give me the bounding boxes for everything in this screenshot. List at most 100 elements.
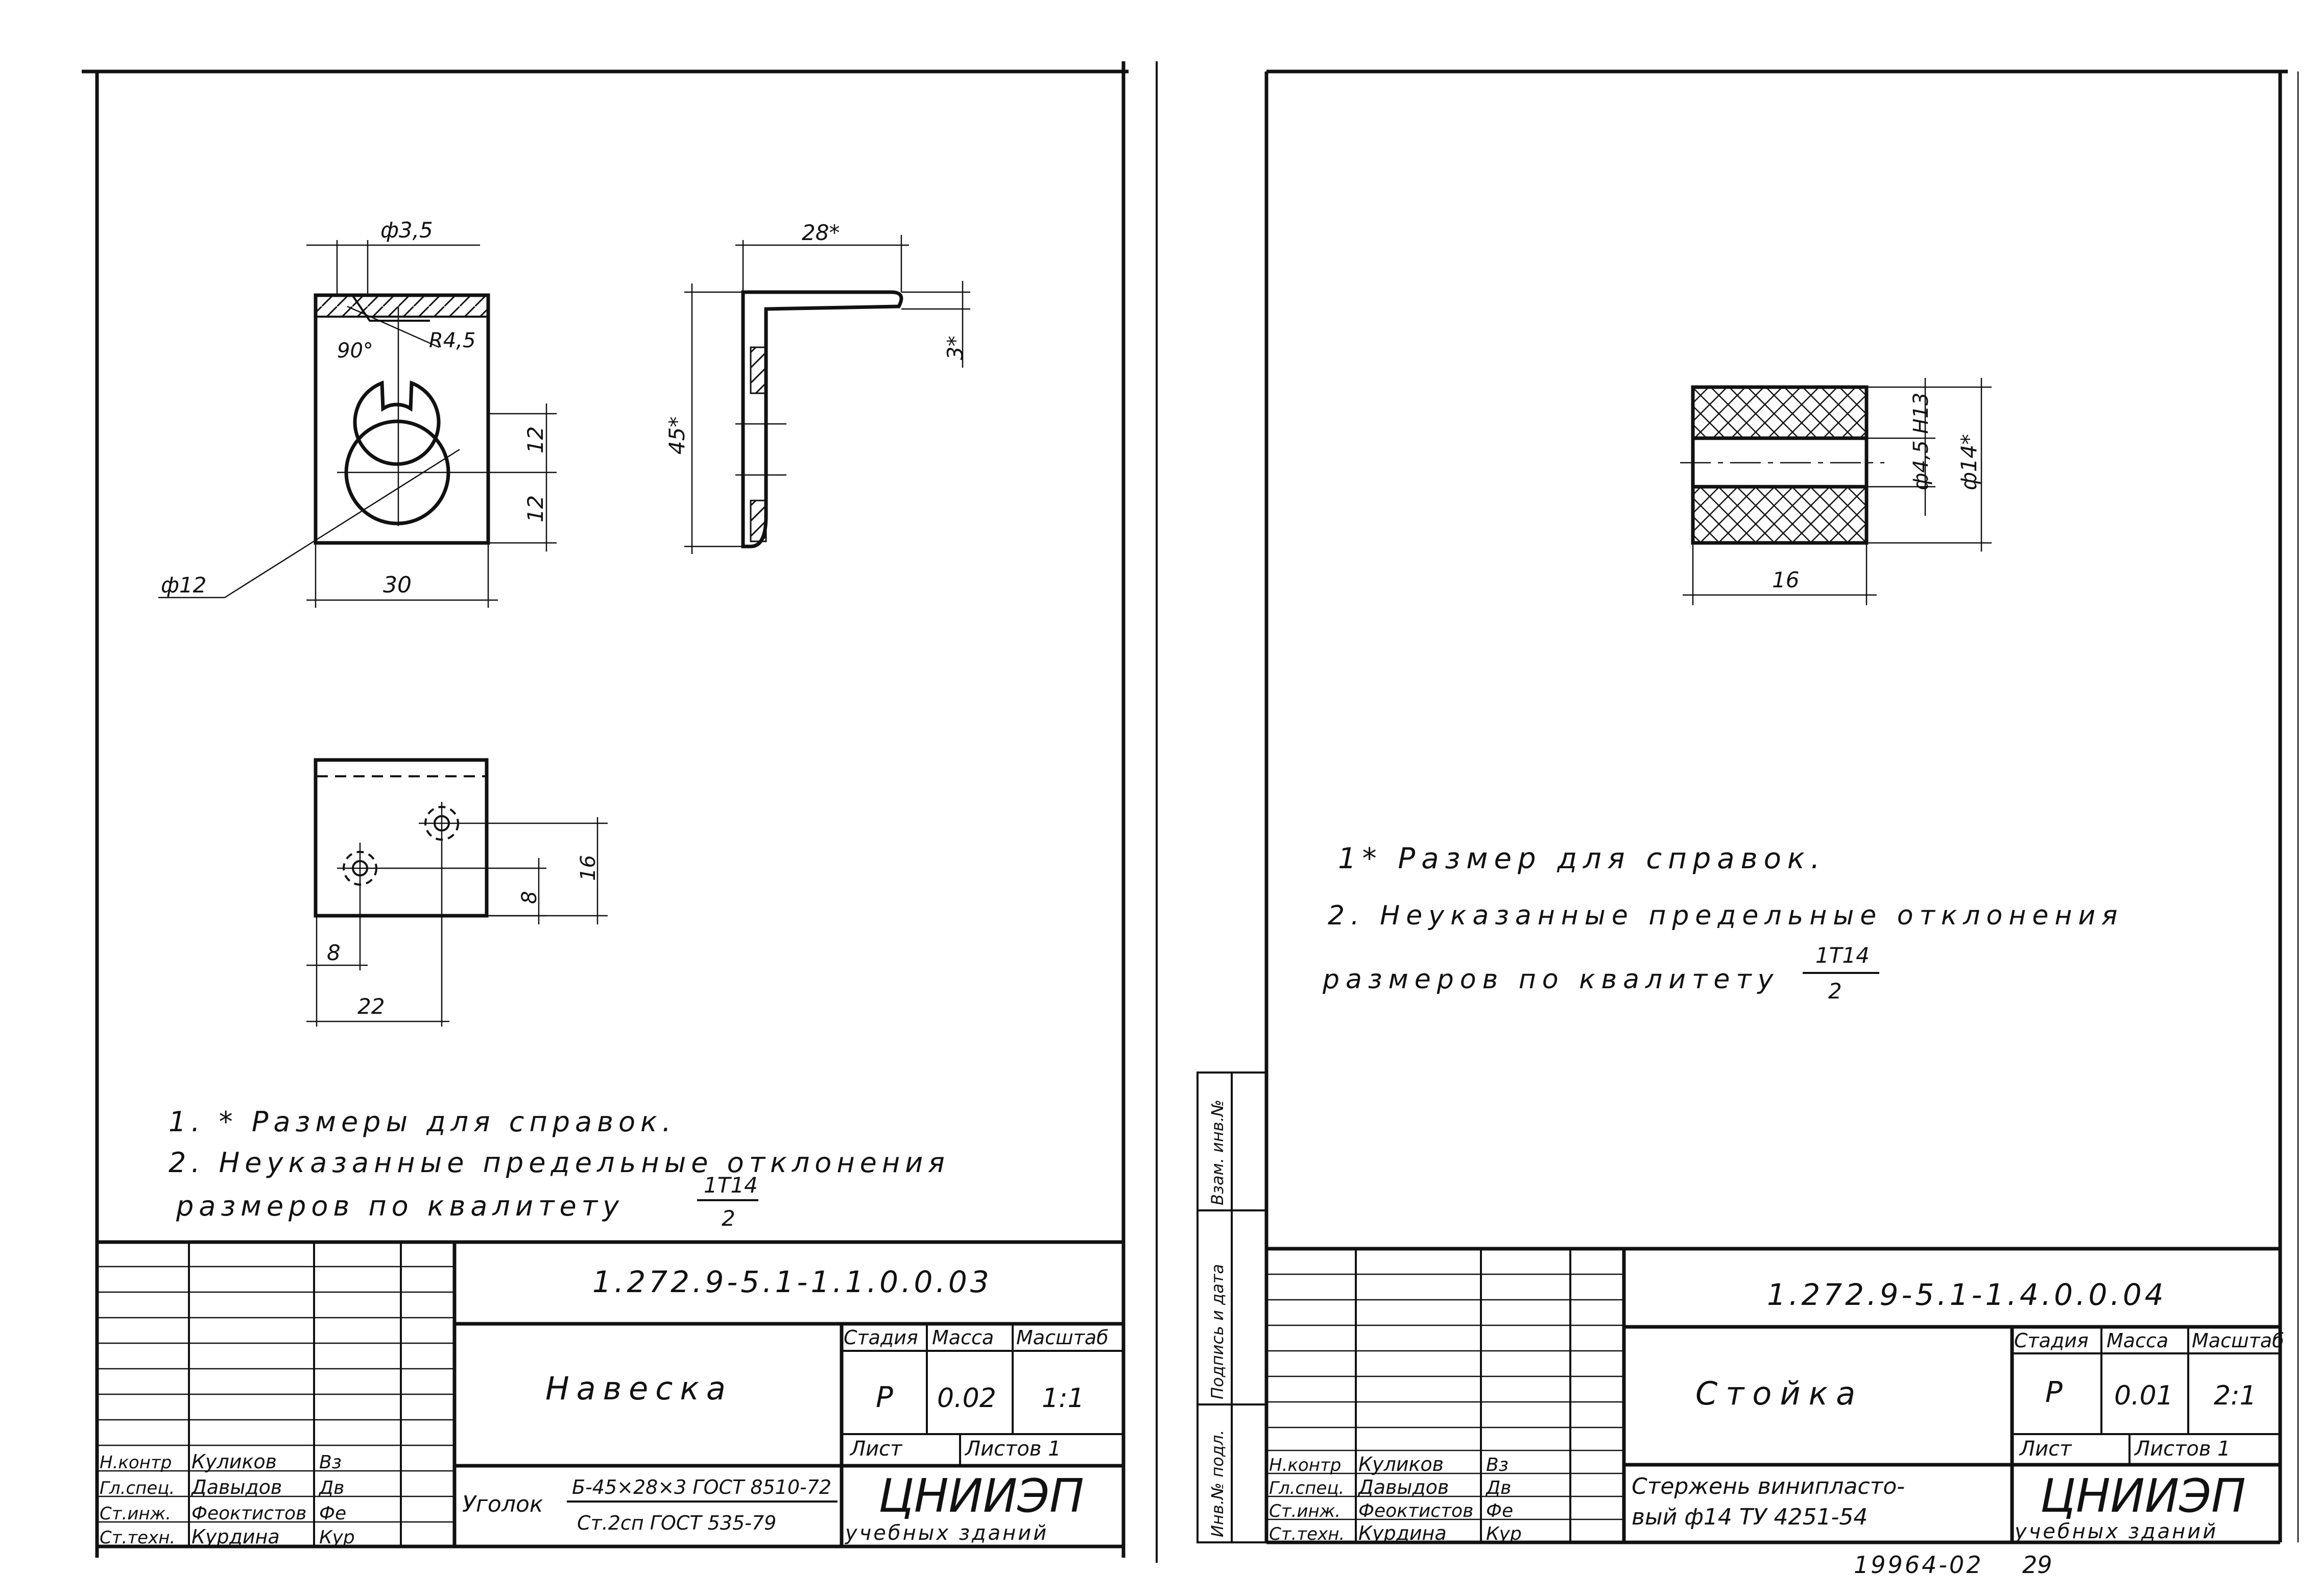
arc-dim bbox=[347, 305, 440, 348]
right-stage: Р bbox=[2045, 1376, 2063, 1409]
left-stage: Р bbox=[876, 1381, 893, 1414]
left-org-sub: учебных зданий bbox=[845, 1521, 1048, 1545]
keyhole-slot bbox=[353, 380, 441, 466]
rod-lower-wall bbox=[1691, 485, 1869, 545]
left-sig-sign-2: Дв bbox=[318, 1478, 344, 1498]
right-col-scale: Масштаб bbox=[2192, 1329, 2284, 1352]
left-sig-name-2: Давыдов bbox=[190, 1476, 282, 1498]
dim-thickness: 3* bbox=[943, 336, 968, 360]
right-mass: 0.01 bbox=[2114, 1380, 2173, 1411]
left-tol-num: 1Т14 bbox=[704, 1173, 758, 1198]
right-sig-role-1: Н.контр bbox=[1269, 1455, 1341, 1475]
left-material-prefix: Уголок bbox=[462, 1491, 543, 1517]
left-note-3: размеров по квалитету bbox=[176, 1190, 624, 1222]
dim-hole-y1: 8 bbox=[518, 891, 541, 904]
dim-slot-lower: 12 bbox=[523, 495, 548, 522]
rod-upper-wall bbox=[1691, 385, 1869, 440]
right-sig-role-3: Ст.инж. bbox=[1269, 1501, 1341, 1521]
right-material-1: Стержень винипласто- bbox=[1632, 1473, 1905, 1499]
left-scale: 1:1 bbox=[1042, 1383, 1085, 1414]
right-org-sub: учебных зданий bbox=[2014, 1520, 2218, 1543]
right-note-1: 1* Размер для справок. bbox=[1338, 842, 1826, 875]
left-note-2: 2. Неуказанные предельные отклонения bbox=[169, 1147, 950, 1179]
angle-section-top bbox=[750, 346, 767, 394]
rod-section: ф4,5 Н13 ф14* 16 bbox=[1680, 378, 1992, 605]
right-designation: 1.272.9-5.1-1.4.0.0.04 bbox=[1767, 1277, 2167, 1312]
left-sig-role-1: Н.контр bbox=[100, 1452, 172, 1473]
right-part-name: Стойка bbox=[1695, 1375, 1863, 1412]
dim-hole-y2: 16 bbox=[577, 855, 600, 881]
right-side-stamp: Инв.№ подл. Подпись и дата Взам. инв.№ bbox=[1197, 1071, 1267, 1543]
right-sheet-label: Лист bbox=[2019, 1437, 2072, 1461]
dim-hole-x1: 8 bbox=[327, 940, 341, 965]
front-view: ф3,5 90° R4,5 12 12 30 ф12 bbox=[158, 218, 557, 608]
left-sig-name-3: Феоктистов bbox=[192, 1503, 306, 1524]
dim-flange-width: 28* bbox=[802, 220, 840, 245]
left-sig-sign-3: Фе bbox=[319, 1503, 346, 1524]
right-col-mass: Масса bbox=[2107, 1329, 2168, 1352]
dim-width: 30 bbox=[383, 572, 412, 598]
right-sig-name-2: Давыдов bbox=[1357, 1476, 1449, 1498]
dim-height: 45* bbox=[664, 417, 689, 455]
left-notes: 1. * Размеры для справок. 2. Неуказанные… bbox=[169, 1106, 950, 1231]
left-sheet: ф3,5 90° R4,5 12 12 30 ф12 bbox=[82, 61, 1129, 1558]
left-sig-role-4: Ст.техн. bbox=[100, 1528, 175, 1548]
right-note-2: 2. Неуказанные предельные отклонения bbox=[1328, 900, 2123, 931]
left-col-mass: Масса bbox=[932, 1326, 994, 1349]
left-org: ЦНИИЭП bbox=[878, 1469, 1084, 1523]
dim-slot-upper: 12 bbox=[523, 426, 548, 454]
right-sig-sign-3: Фе bbox=[1486, 1500, 1513, 1521]
footer-number: 19964-02 bbox=[1854, 1551, 1983, 1579]
left-part-name: Навеска bbox=[545, 1370, 733, 1407]
right-sig-sign-2: Дв bbox=[1485, 1478, 1511, 1498]
left-col-stage: Стадия bbox=[844, 1326, 918, 1349]
right-sig-name-3: Феоктистов bbox=[1358, 1500, 1473, 1521]
right-notes: 1* Размер для справок. 2. Неуказанные пр… bbox=[1322, 842, 2123, 1004]
stamp-sign-label: Подпись и дата bbox=[1208, 1264, 1227, 1399]
dim-radius: R4,5 bbox=[429, 329, 475, 352]
side-view: 28* 3* 45* bbox=[664, 220, 970, 554]
right-sig-sign-1: Вз bbox=[1486, 1455, 1509, 1475]
left-col-scale: Масштаб bbox=[1016, 1326, 1109, 1349]
right-org: ЦНИИЭП bbox=[2040, 1469, 2246, 1523]
right-sig-sign-4: Кур bbox=[1486, 1523, 1522, 1544]
bottom-plate bbox=[314, 758, 489, 918]
angle-section-bottom bbox=[750, 499, 767, 542]
right-material-2: вый ф14 ТУ 4251-54 bbox=[1632, 1504, 1868, 1530]
left-sig-role-2: Гл.спец. bbox=[100, 1478, 175, 1498]
dim-inner-dia: ф4,5 Н13 bbox=[1909, 392, 1933, 490]
right-note-3: размеров по квалитету bbox=[1322, 964, 1779, 995]
plate-flange-section bbox=[315, 294, 489, 318]
right-col-stage: Стадия bbox=[2014, 1329, 2089, 1352]
left-material-top: Б-45×28×3 ГОСТ 8510-72 bbox=[572, 1476, 831, 1498]
right-sig-role-4: Ст.техн. bbox=[1269, 1524, 1345, 1544]
left-mass: 0.02 bbox=[937, 1383, 996, 1414]
footer-page: 29 bbox=[2022, 1551, 2052, 1579]
right-sig-role-2: Гл.спец. bbox=[1269, 1478, 1344, 1498]
left-sheets-label: Листов 1 bbox=[964, 1437, 1061, 1461]
right-sheets-label: Листов 1 bbox=[2134, 1437, 2231, 1461]
left-sheet-label: Лист bbox=[849, 1437, 903, 1461]
left-designation: 1.272.9-5.1-1.1.0.0.03 bbox=[592, 1265, 992, 1299]
right-tol-num: 1Т14 bbox=[1815, 943, 1870, 968]
stamp-replace-label: Взам. инв.№ bbox=[1208, 1100, 1227, 1205]
left-material-bottom: Ст.2сп ГОСТ 535-79 bbox=[577, 1512, 776, 1534]
dim-keyhole-dia: ф12 bbox=[161, 573, 206, 598]
stamp-inv-label: Инв.№ подл. bbox=[1208, 1430, 1227, 1537]
dim-outer-dia: ф14* bbox=[1956, 434, 1981, 490]
right-scale: 2:1 bbox=[2214, 1380, 2257, 1411]
countersink-lines bbox=[351, 294, 430, 322]
left-title-block: 1.272.9-5.1-1.1.0.0.03 Навеска Стадия Ма… bbox=[97, 1240, 1123, 1549]
dim-length: 16 bbox=[1772, 567, 1799, 592]
left-tol-den: 2 bbox=[722, 1206, 735, 1231]
right-sig-name-1: Куликов bbox=[1358, 1453, 1444, 1475]
dim-angle: 90° bbox=[337, 339, 373, 363]
right-title-block: 1.272.9-5.1-1.4.0.0.04 Стойка Стадия Мас… bbox=[1266, 1247, 2284, 1544]
left-sig-sign-1: Вз bbox=[319, 1452, 342, 1473]
left-sig-role-3: Ст.инж. bbox=[100, 1504, 171, 1524]
right-sheet: ф4,5 Н13 ф14* 16 1* Размер для справок. … bbox=[1197, 69, 2299, 1579]
dim-hole-dia: ф3,5 bbox=[380, 218, 433, 243]
left-sig-sign-4: Кур bbox=[319, 1527, 355, 1548]
dim-hole-x2: 22 bbox=[357, 994, 385, 1019]
